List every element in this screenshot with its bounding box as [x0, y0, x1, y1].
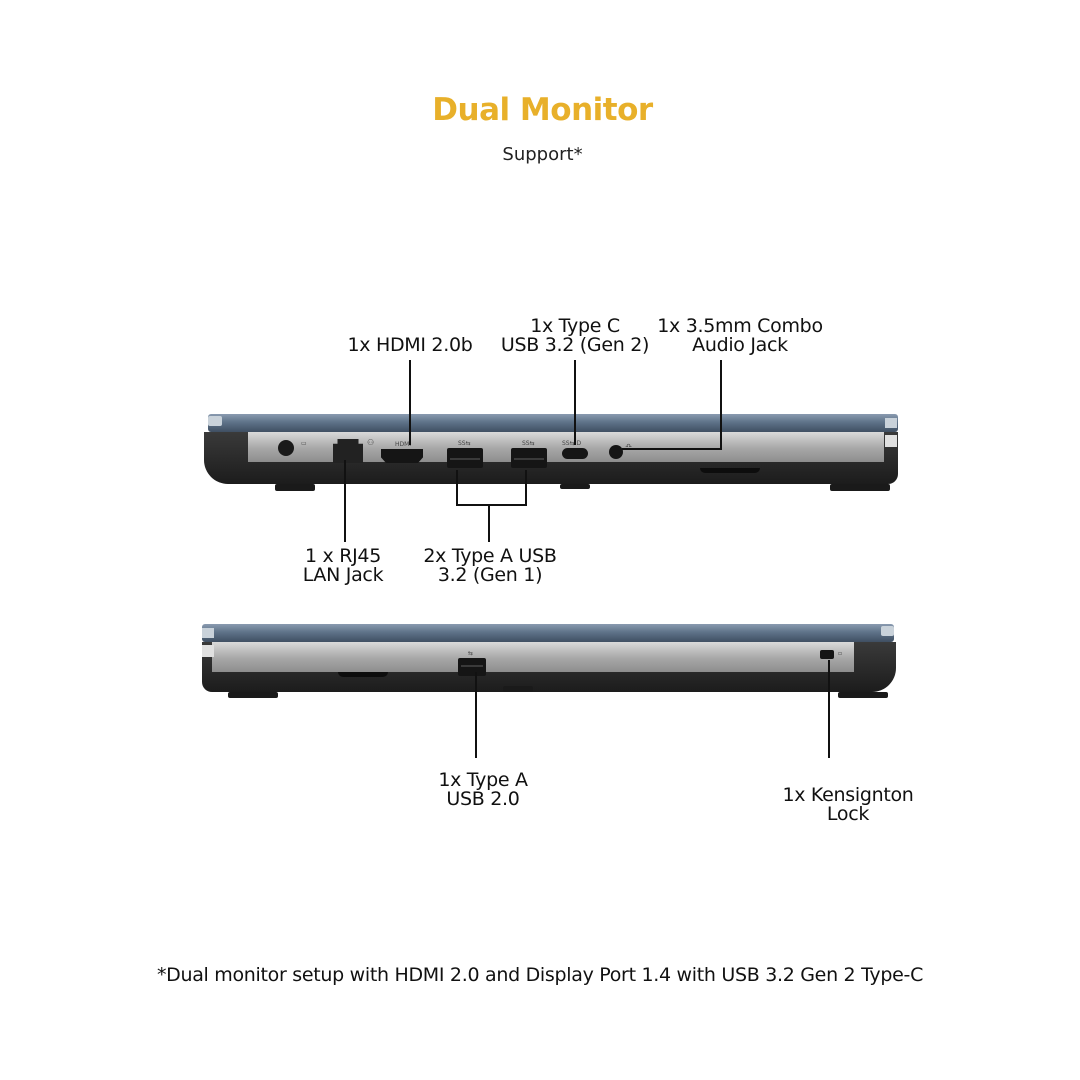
callout-line-kensington	[828, 660, 830, 758]
laptop-right-side-view: ⇆ ▫	[198, 620, 908, 700]
callout-line-hdmi	[409, 360, 411, 445]
usb-c-port	[562, 448, 588, 459]
usb-ss-icon-2: SS⇆	[522, 440, 535, 447]
laptop-lid	[202, 624, 894, 642]
usb-2-port	[458, 658, 486, 676]
label-usb-2: 1x Type A USB 2.0	[438, 769, 528, 810]
callout-line-audio	[720, 360, 722, 450]
callout-bracket-usb-a	[456, 470, 458, 506]
page-subtitle: Support*	[502, 144, 583, 165]
label-usb-a-3-2: 2x Type A USB 3.2 (Gen 1)	[423, 545, 557, 586]
dc-power-port	[278, 440, 294, 456]
usb-c-displayport-icon: SS⇆ D	[562, 440, 582, 447]
hdmi-port	[381, 449, 423, 463]
callout-line-usb-c	[574, 360, 576, 445]
label-rj45: 1 x RJ45 LAN Jack	[302, 545, 384, 586]
lock-icon: ▫	[838, 650, 843, 657]
laptop-lid	[208, 414, 898, 432]
label-usb-c: 1x Type C USB 3.2 (Gen 2)	[500, 315, 650, 356]
laptop-side-panel	[212, 642, 854, 672]
lan-icon: ⚇	[367, 438, 375, 447]
audio-jack-port	[609, 445, 623, 459]
label-kensington-lock: 1x Kensignton Lock	[782, 784, 914, 825]
footnote: *Dual monitor setup with HDMI 2.0 and Di…	[156, 964, 924, 986]
callout-line-rj45	[344, 460, 346, 542]
usb-ss-icon-1: SS⇆	[458, 440, 471, 447]
kensington-lock-slot	[820, 650, 834, 659]
headset-icon: ♎	[625, 442, 633, 451]
label-audio-jack: 1x 3.5mm Combo Audio Jack	[657, 315, 823, 356]
hdmi-icon: HDMI	[395, 441, 412, 448]
vent-slot	[338, 672, 388, 677]
rj45-lan-port	[333, 439, 363, 463]
laptop-left-side-view: ▭ ⚇ HDMI SS⇆ SS⇆ SS⇆ D ♎	[200, 410, 910, 495]
callout-line-usb-2	[475, 672, 477, 758]
vent-slot	[700, 468, 760, 473]
dc-icon: ▭	[301, 440, 307, 447]
label-hdmi: 1x HDMI 2.0b	[347, 334, 473, 356]
page-title: Dual Monitor	[432, 92, 653, 128]
usb-icon: ⇆	[468, 650, 474, 657]
